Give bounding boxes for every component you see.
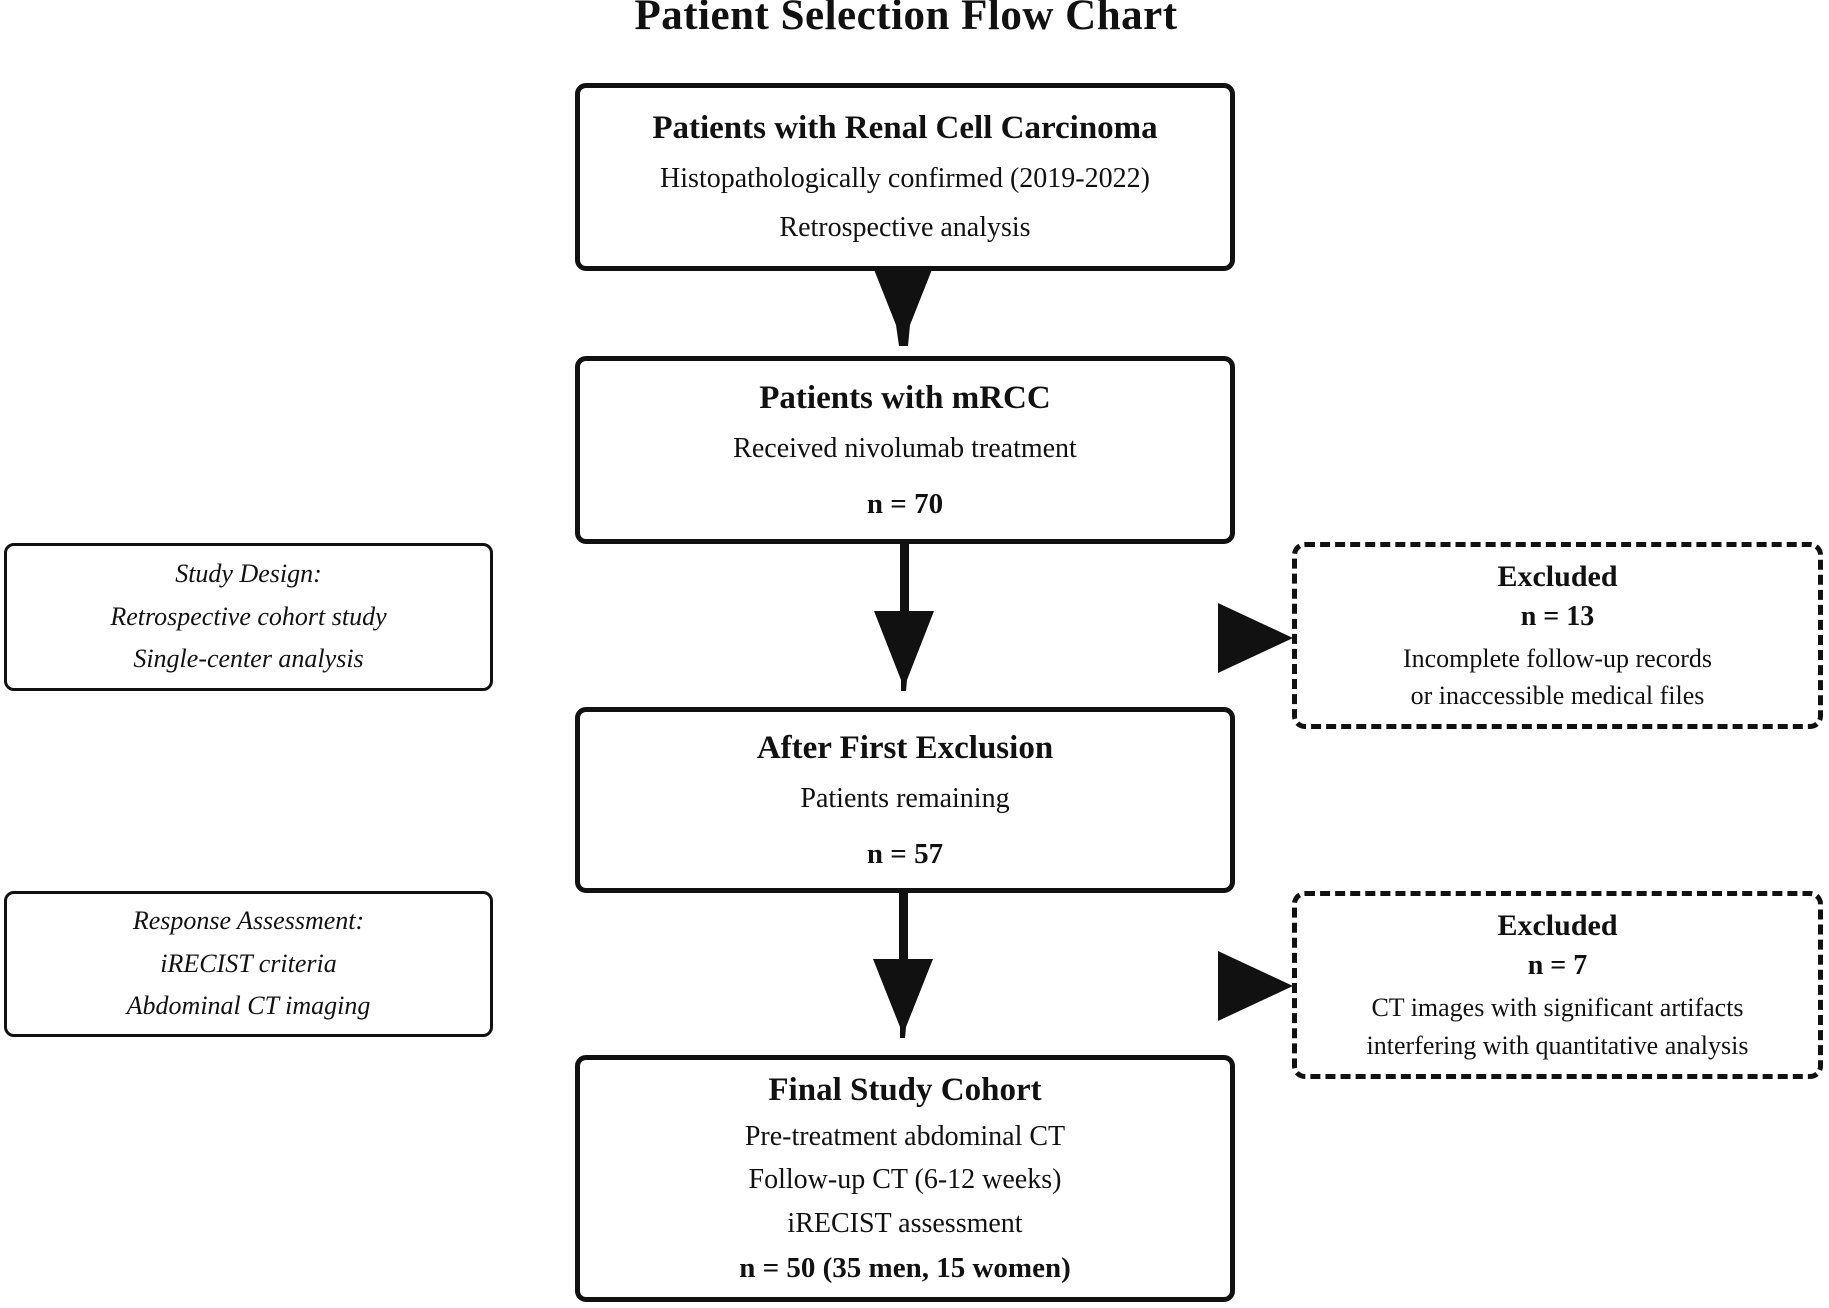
box-after-first-exclusion-line: Patients remaining: [800, 782, 1010, 814]
box-final-study-cohort-title: Final Study Cohort: [768, 1072, 1042, 1109]
box-excluded-first-reason: or inaccessible medical files: [1410, 681, 1705, 711]
chart-title: Patient Selection Flow Chart: [634, 0, 1178, 39]
note-response-assessment-line: iRECIST criteria: [160, 948, 337, 978]
box-renal-cell-carcinoma: Patients with Renal Cell Carcinoma Histo…: [575, 83, 1235, 271]
box-excluded-first-title: Excluded: [1497, 559, 1618, 593]
box-excluded-first-count: n = 13: [1520, 600, 1595, 632]
box-after-first-exclusion-count: n = 57: [866, 837, 944, 870]
box-renal-cell-carcinoma-line: Histopathologically confirmed (2019-2022…: [660, 163, 1150, 195]
box-final-study-cohort: Final Study Cohort Pre-treatment abdomin…: [575, 1055, 1235, 1302]
arrow-down-3-stem: [899, 889, 908, 965]
arrow-down-1-icon: [873, 267, 933, 346]
box-mrcc-line: Received nivolumab treatment: [733, 432, 1077, 464]
box-final-study-cohort-count: n = 50 (35 men, 15 women): [739, 1251, 1071, 1284]
box-final-study-cohort-line: Follow-up CT (6-12 weeks): [748, 1164, 1062, 1196]
note-study-design: Study Design: Retrospective cohort study…: [4, 543, 493, 691]
note-study-design-line: Single-center analysis: [133, 644, 364, 674]
note-study-design-heading: Study Design:: [175, 559, 322, 589]
arrow-down-2-head-icon: [874, 611, 934, 691]
box-mrcc-title: Patients with mRCC: [759, 379, 1051, 416]
note-study-design-line: Retrospective cohort study: [110, 601, 387, 631]
box-mrcc-count: n = 70: [866, 487, 944, 520]
box-renal-cell-carcinoma-title: Patients with Renal Cell Carcinoma: [652, 110, 1158, 147]
box-excluded-second-reason: CT images with significant artifacts: [1371, 993, 1744, 1022]
arrow-down-3-head-icon: [873, 959, 933, 1038]
note-response-assessment-line: Abdominal CT imaging: [126, 991, 371, 1021]
box-excluded-second: Excluded n = 7 CT images with significan…: [1292, 891, 1823, 1079]
box-excluded-second-count: n = 7: [1527, 950, 1588, 982]
arrow-right-2-icon: [1218, 951, 1293, 1021]
note-response-assessment: Response Assessment: iRECIST criteria Ab…: [4, 891, 493, 1037]
box-after-first-exclusion: After First Exclusion Patients remaining…: [575, 707, 1235, 893]
box-final-study-cohort-line: iRECIST assessment: [787, 1208, 1023, 1240]
box-renal-cell-carcinoma-line: Retrospective analysis: [779, 212, 1031, 244]
arrow-right-1-icon: [1218, 603, 1293, 673]
box-excluded-second-reason: interfering with quantitative analysis: [1366, 1030, 1749, 1060]
arrow-down-2-stem: [900, 540, 909, 616]
note-response-assessment-heading: Response Assessment:: [132, 906, 365, 936]
box-after-first-exclusion-title: After First Exclusion: [756, 729, 1054, 766]
box-final-study-cohort-line: Pre-treatment abdominal CT: [744, 1120, 1066, 1152]
box-mrcc: Patients with mRCC Received nivolumab tr…: [575, 356, 1235, 544]
box-excluded-second-title: Excluded: [1497, 909, 1618, 943]
box-excluded-first: Excluded n = 13 Incomplete follow-up rec…: [1292, 542, 1823, 729]
box-excluded-first-reason: Incomplete follow-up records: [1402, 643, 1712, 673]
